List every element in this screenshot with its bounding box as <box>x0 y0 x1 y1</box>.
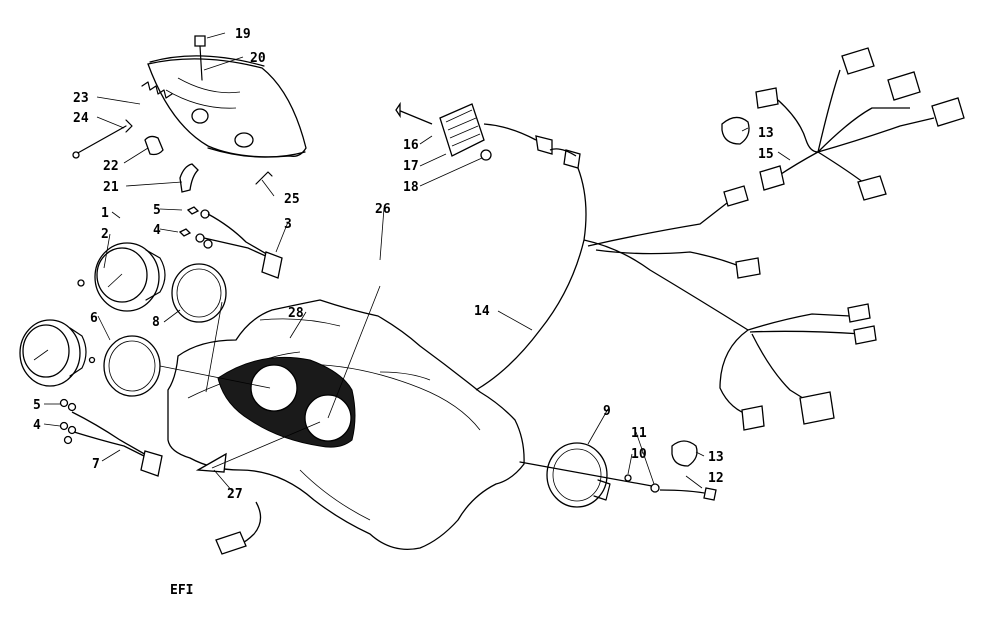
callout-13b: 13 <box>708 450 724 465</box>
callout-8: 8 <box>152 315 160 330</box>
callout-12: 12 <box>708 471 724 486</box>
callout-5a: 5 <box>153 203 161 218</box>
callout-27: 27 <box>227 487 243 502</box>
callout-5b: 5 <box>33 398 41 413</box>
callout-13a: 13 <box>758 126 774 141</box>
gauge-harness-lower <box>59 398 163 477</box>
tachometer-gauge <box>19 319 96 387</box>
main-wire-harness <box>475 148 877 431</box>
instrument-console <box>159 285 525 555</box>
speedometer-gauge <box>77 242 166 312</box>
callout-18: 18 <box>403 180 419 195</box>
gauge-gasket-rings <box>103 263 227 397</box>
callout-6: 6 <box>90 311 98 326</box>
fuel-gauge-assembly <box>519 440 717 508</box>
callout-28: 28 <box>288 306 304 321</box>
voltage-regulator <box>395 101 553 161</box>
callout-26: 26 <box>375 202 391 217</box>
callout-10: 10 <box>631 447 647 462</box>
callout-7: 7 <box>92 457 100 472</box>
callout-3: 3 <box>284 217 292 232</box>
callout-4a: 4 <box>153 223 161 238</box>
callout-24: 24 <box>73 111 89 126</box>
leader-lines <box>43 32 791 493</box>
callout-23: 23 <box>73 91 89 106</box>
callout-2: 2 <box>101 227 109 242</box>
callout-14: 14 <box>474 304 490 319</box>
callout-11: 11 <box>631 426 647 441</box>
callout-9: 9 <box>603 404 611 419</box>
callout-labels: 19 20 23 24 22 21 25 5 4 1 2 3 26 6 8 28… <box>33 27 774 502</box>
diagram-caption: EFI <box>170 583 193 598</box>
callout-20: 20 <box>250 51 266 66</box>
gauge-harness-upper <box>178 206 283 279</box>
callout-1: 1 <box>101 206 109 221</box>
callout-16: 16 <box>403 138 419 153</box>
callout-25: 25 <box>284 192 300 207</box>
callout-22: 22 <box>103 159 119 174</box>
callout-4b: 4 <box>33 418 41 433</box>
headlight-assembly <box>72 35 307 193</box>
secondary-harness <box>721 47 965 201</box>
callout-17: 17 <box>403 159 419 174</box>
callout-21: 21 <box>103 180 119 195</box>
callout-15: 15 <box>758 147 774 162</box>
callout-19: 19 <box>235 27 251 42</box>
